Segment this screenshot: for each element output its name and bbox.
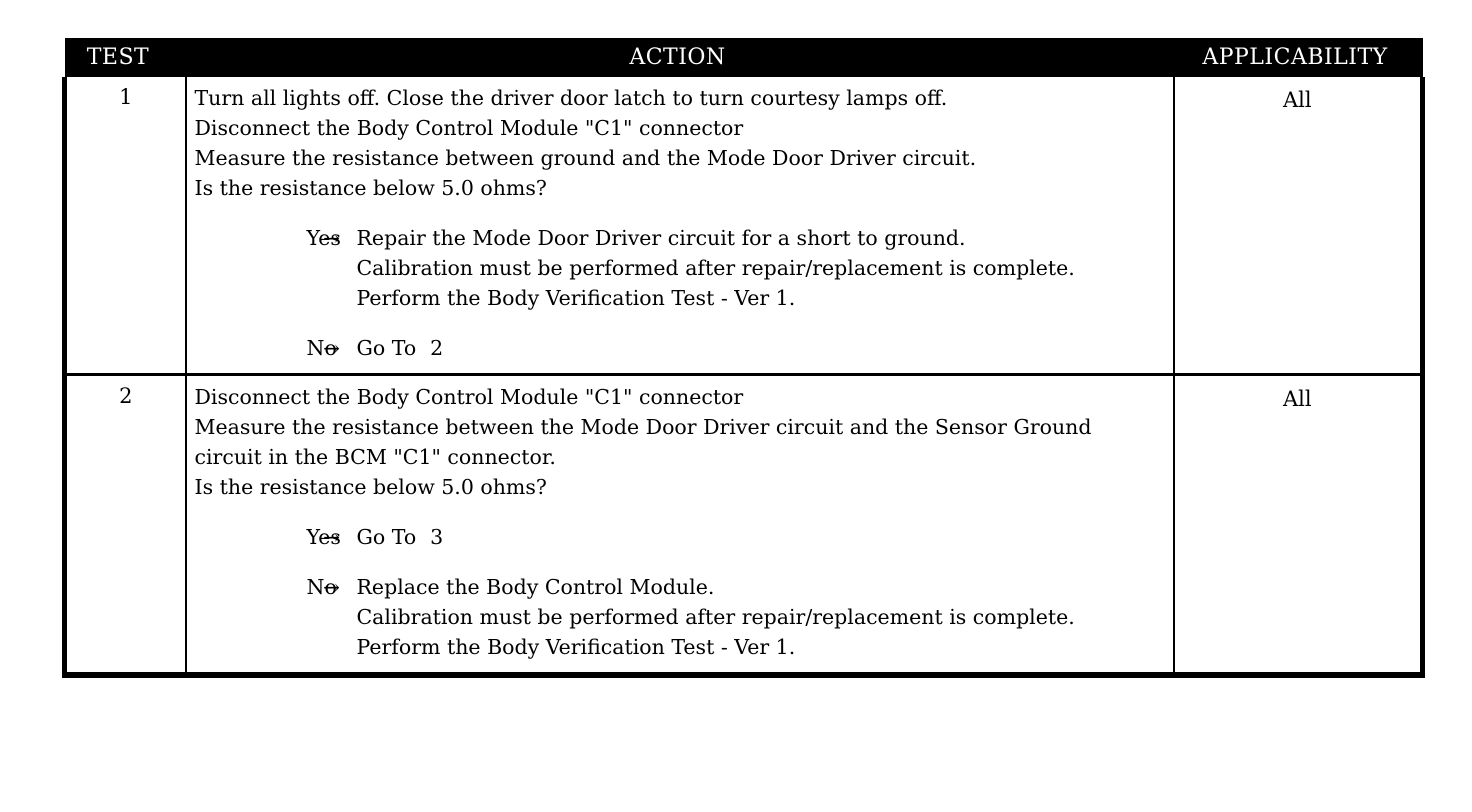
- action-statement: Is the resistance below 5.0 ohms?: [194, 176, 547, 200]
- table-body: 1 Turn all lights off. Close the driver …: [62, 77, 1425, 678]
- action-statement: Turn all lights off. Close the driver do…: [194, 86, 948, 110]
- table-header: TEST ACTION APPLICABILITY: [64, 38, 1423, 77]
- branch-line: Go To 2: [357, 333, 1163, 363]
- right-arrow-icon: →: [323, 226, 340, 250]
- column-header-action: ACTION: [185, 38, 1174, 77]
- action-statement: Disconnect the Body Control Module "C1" …: [194, 385, 744, 409]
- right-arrow-icon: →: [323, 575, 340, 599]
- action-statement: Is the resistance below 5.0 ohms?: [194, 475, 547, 499]
- action-statement: Disconnect the Body Control Module "C1" …: [194, 116, 744, 140]
- branch-line: Perform the Body Verification Test - Ver…: [356, 635, 796, 659]
- branch-line: Go To 3: [357, 522, 1163, 552]
- goto-target[interactable]: 3: [430, 525, 444, 549]
- action-cell: Disconnect the Body Control Module "C1" …: [185, 374, 1175, 678]
- goto-target[interactable]: 2: [430, 336, 444, 360]
- branch-label: Yes: [306, 525, 341, 549]
- branch-body: Go To 2: [357, 333, 1163, 363]
- right-arrow-icon: →: [323, 336, 340, 360]
- branch-yes: Yes → Repair the Mode Door Driver circui…: [195, 223, 1163, 313]
- table-row: 1 Turn all lights off. Close the driver …: [62, 77, 1425, 376]
- goto-label: Go To: [356, 336, 417, 360]
- right-arrow-icon: →: [323, 525, 340, 549]
- applicability-cell: All: [1173, 77, 1425, 376]
- branch-body: Repair the Mode Door Driver circuit for …: [357, 223, 1163, 313]
- column-header-test: TEST: [64, 38, 186, 77]
- goto-label: Go To: [356, 525, 417, 549]
- branch-block: Yes → Go To 3 No →: [195, 522, 1163, 662]
- diagnostic-test-table: TEST ACTION APPLICABILITY 1 Turn all lig…: [62, 38, 1425, 678]
- branch-yes: Yes → Go To 3: [195, 522, 1163, 552]
- branch-body: Go To 3: [357, 522, 1163, 552]
- table-row: 2 Disconnect the Body Control Module "C1…: [62, 374, 1425, 678]
- branch-label: No: [306, 575, 337, 599]
- action-cell: Turn all lights off. Close the driver do…: [185, 77, 1175, 376]
- branch-label: Yes: [306, 226, 341, 250]
- branch-line: Perform the Body Verification Test - Ver…: [356, 286, 796, 310]
- branch-block: Yes → Repair the Mode Door Driver circui…: [195, 223, 1163, 363]
- branch-line: Repair the Mode Door Driver circuit for …: [356, 226, 966, 250]
- branch-line: Calibration must be performed after repa…: [356, 605, 1075, 629]
- applicability-cell: All: [1173, 374, 1425, 678]
- branch-body: Replace the Body Control Module. Calibra…: [357, 572, 1163, 662]
- branch-no: No → Go To 2: [195, 333, 1163, 363]
- column-header-applicability: APPLICABILITY: [1173, 38, 1423, 77]
- branch-label: No: [306, 336, 337, 360]
- branch-line: Calibration must be performed after repa…: [356, 256, 1075, 280]
- action-statement: Measure the resistance between ground an…: [194, 146, 977, 170]
- test-number-cell: 1: [62, 77, 187, 376]
- table-header-row: TEST ACTION APPLICABILITY: [64, 38, 1423, 77]
- action-statement: Measure the resistance between the Mode …: [194, 415, 1092, 469]
- test-number-cell: 2: [62, 374, 187, 678]
- branch-line: Replace the Body Control Module.: [356, 575, 715, 599]
- branch-no: No → Replace the Body Control Module. Ca…: [195, 572, 1163, 662]
